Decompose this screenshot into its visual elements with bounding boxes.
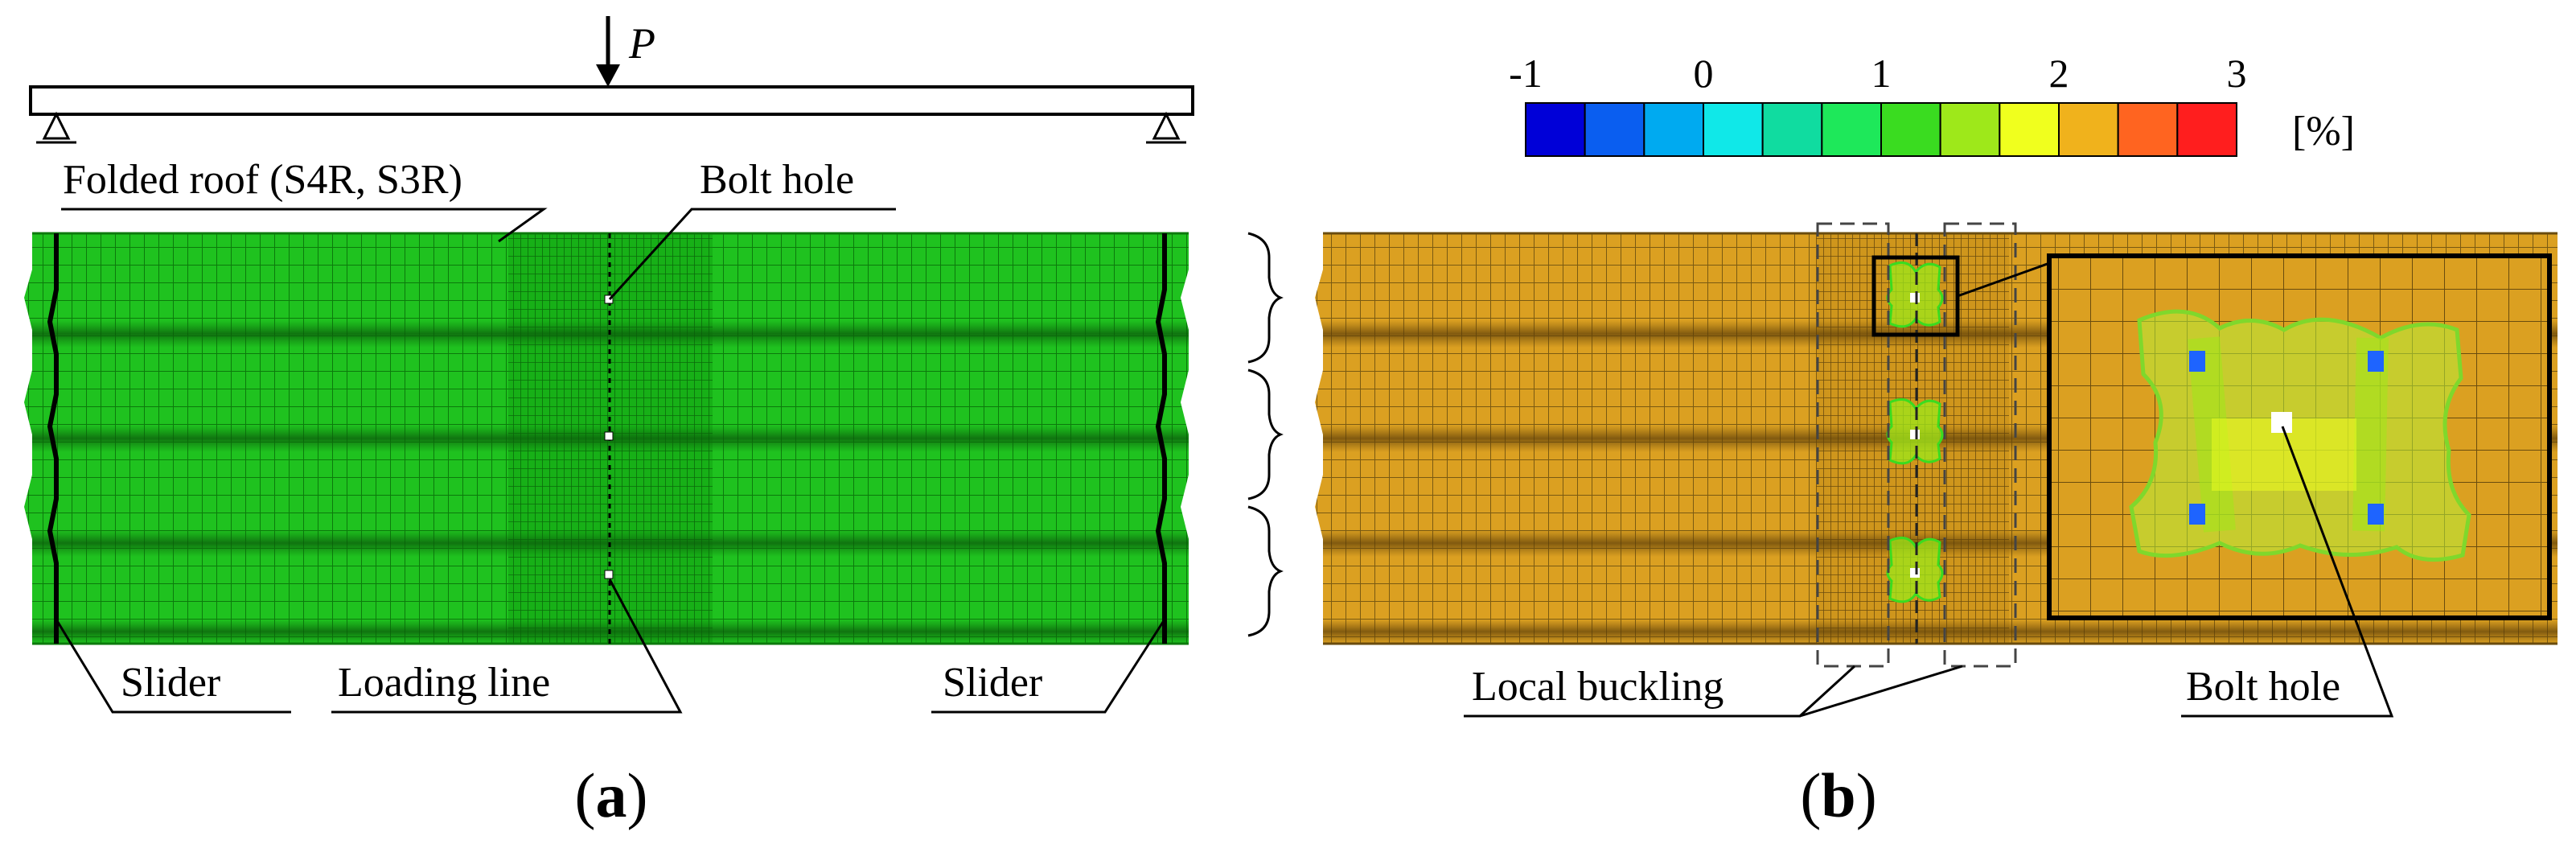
buckling-pattern bbox=[1886, 397, 1944, 465]
bolt-hole-marker bbox=[604, 294, 614, 304]
brace-separator bbox=[1247, 232, 1284, 637]
label-bolt-hole-a: Bolt hole bbox=[700, 157, 854, 203]
beam bbox=[29, 85, 1194, 116]
callout-bolt-hole-b: Bolt hole bbox=[2181, 426, 2394, 718]
panel-letter-a: a bbox=[596, 760, 627, 830]
colorbar-cell bbox=[1584, 102, 1645, 157]
panel-a: P Folded roof (S4R, S3R) Bo bbox=[24, 16, 1194, 830]
slider-line-left bbox=[47, 233, 59, 644]
zoom-buckling-pattern bbox=[2129, 309, 2471, 562]
colorbar-cell bbox=[1703, 102, 1764, 157]
buckling-pattern bbox=[1886, 536, 1944, 603]
colorbar-cell bbox=[1880, 102, 1941, 157]
colorbar-tick: 2 bbox=[2049, 51, 2069, 96]
zoom-inset bbox=[2047, 253, 2552, 620]
colorbar-cells bbox=[1525, 102, 2237, 157]
colorbar-cell bbox=[1821, 102, 1882, 157]
bolt-hole-zoom bbox=[2271, 412, 2292, 433]
colorbar-cell bbox=[2058, 102, 2119, 157]
callout-folded-roof: Folded roof (S4R, S3R) bbox=[61, 157, 548, 243]
zoom-inset-frame bbox=[2047, 253, 2552, 620]
load-arrow bbox=[596, 16, 620, 87]
label-slider-right: Slider bbox=[943, 660, 1042, 706]
load-symbol: P bbox=[628, 19, 655, 68]
slider-line-right bbox=[1155, 233, 1167, 644]
colorbar-tick: 0 bbox=[1694, 51, 1714, 96]
buckling-pattern bbox=[1886, 261, 1944, 328]
colorbar-cell bbox=[1939, 102, 2001, 157]
colorbar-tick: 1 bbox=[1871, 51, 1892, 96]
support-right bbox=[1146, 111, 1186, 144]
label-local-buckling: Local buckling bbox=[1472, 664, 1723, 710]
colorbar-tick: -1 bbox=[1509, 51, 1543, 96]
colorbar-unit: [%] bbox=[2292, 109, 2355, 154]
panel-letter-b: b bbox=[1821, 760, 1855, 830]
callout-slider-left: Slider bbox=[55, 619, 291, 714]
callout-local-buckling: Local buckling bbox=[1464, 664, 1963, 718]
panel-b: -1 0 1 2 3 [%] bbox=[1315, 51, 2558, 830]
local-buckling-box bbox=[1943, 222, 2017, 668]
colorbar-tick: 3 bbox=[2227, 51, 2247, 96]
colorbar-cell bbox=[2117, 102, 2179, 157]
colorbar-cell bbox=[1643, 102, 1705, 157]
bolt-hole-marker bbox=[604, 431, 614, 441]
panel-label-a: (a) bbox=[575, 760, 648, 830]
label-loading-line: Loading line bbox=[338, 660, 550, 706]
colorbar-cell bbox=[1525, 102, 1586, 157]
colorbar-cell bbox=[2176, 102, 2237, 157]
colorbar-cell bbox=[1999, 102, 2060, 157]
callout-slider-right: Slider bbox=[931, 619, 1166, 714]
bolt-hole-marker bbox=[604, 570, 614, 579]
beam-schematic: P bbox=[29, 16, 1194, 144]
label-folded-roof: Folded roof (S4R, S3R) bbox=[63, 157, 462, 203]
callout-loading-line: Loading line bbox=[331, 578, 683, 714]
colorbar-cell bbox=[1761, 102, 1823, 157]
callout-bolt-hole-a: Bolt hole bbox=[608, 157, 896, 301]
label-bolt-hole-b: Bolt hole bbox=[2186, 664, 2340, 710]
support-left bbox=[36, 111, 76, 144]
panel-label-b: (b) bbox=[1800, 760, 1876, 830]
label-slider-left: Slider bbox=[121, 660, 220, 706]
colorbar: -1 0 1 2 3 [%] bbox=[1509, 51, 2355, 157]
